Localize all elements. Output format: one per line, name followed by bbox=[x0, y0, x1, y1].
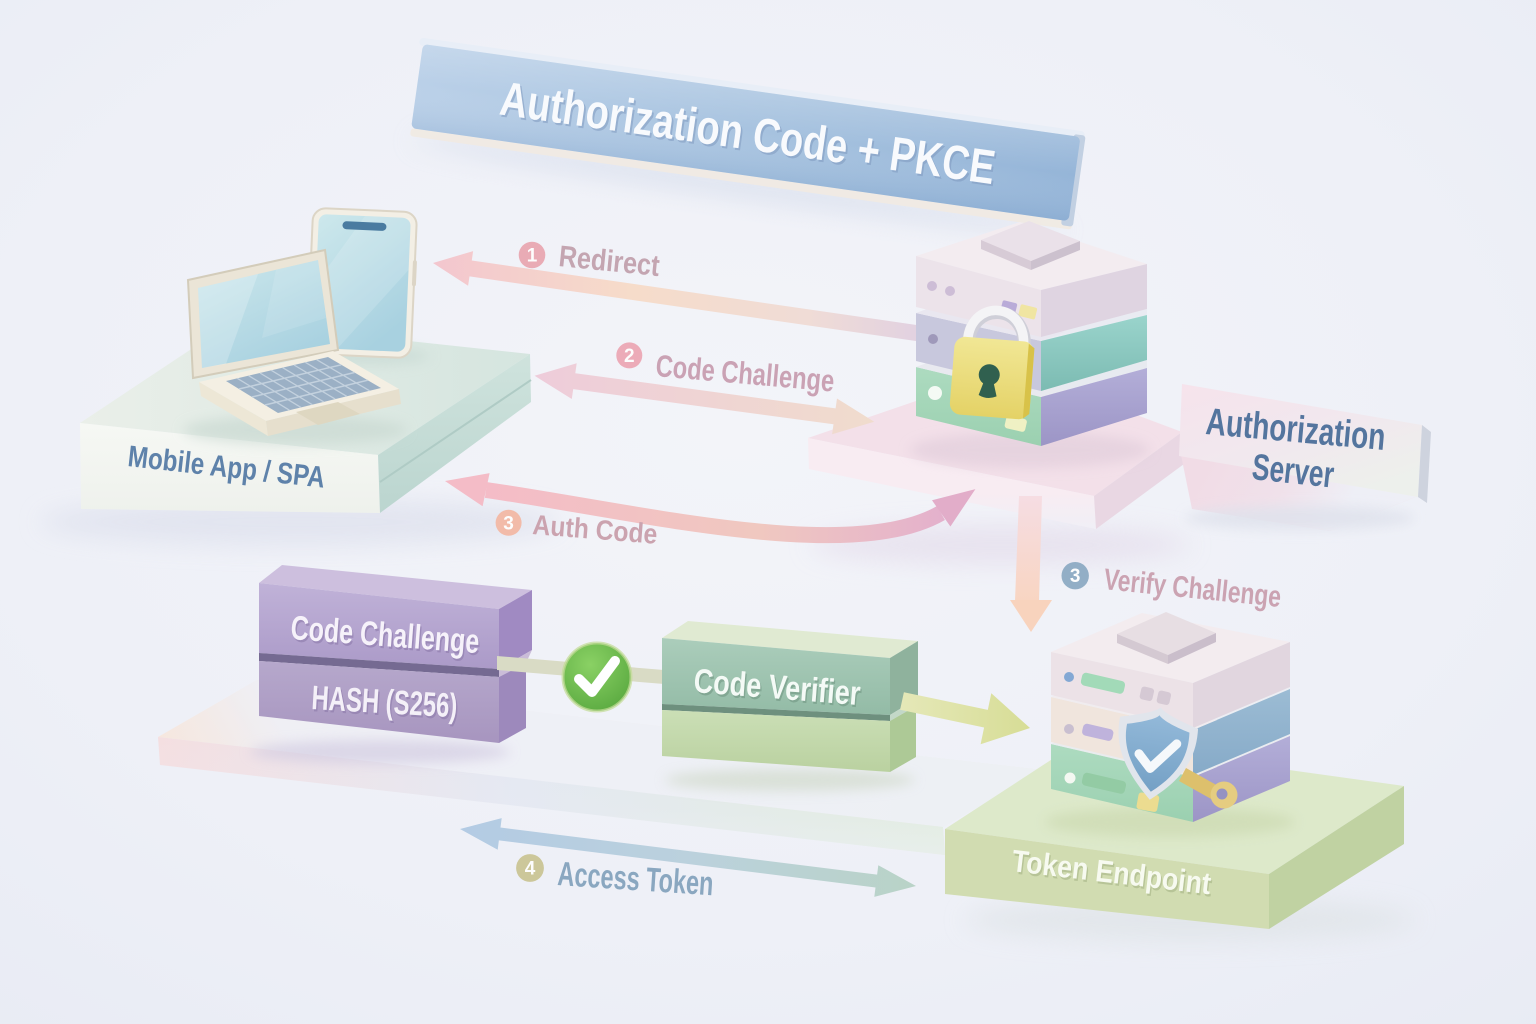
svg-text:HASH (S256): HASH (S256) bbox=[311, 679, 459, 725]
svg-text:1: 1 bbox=[527, 246, 538, 267]
svg-text:2: 2 bbox=[624, 346, 635, 367]
svg-text:3: 3 bbox=[1070, 566, 1081, 587]
svg-text:HASH (S256): HASH (S256) bbox=[312, 681, 460, 727]
svg-text:4: 4 bbox=[525, 859, 536, 880]
svg-text:Server: Server bbox=[1250, 446, 1336, 495]
svg-text:3: 3 bbox=[503, 513, 514, 534]
